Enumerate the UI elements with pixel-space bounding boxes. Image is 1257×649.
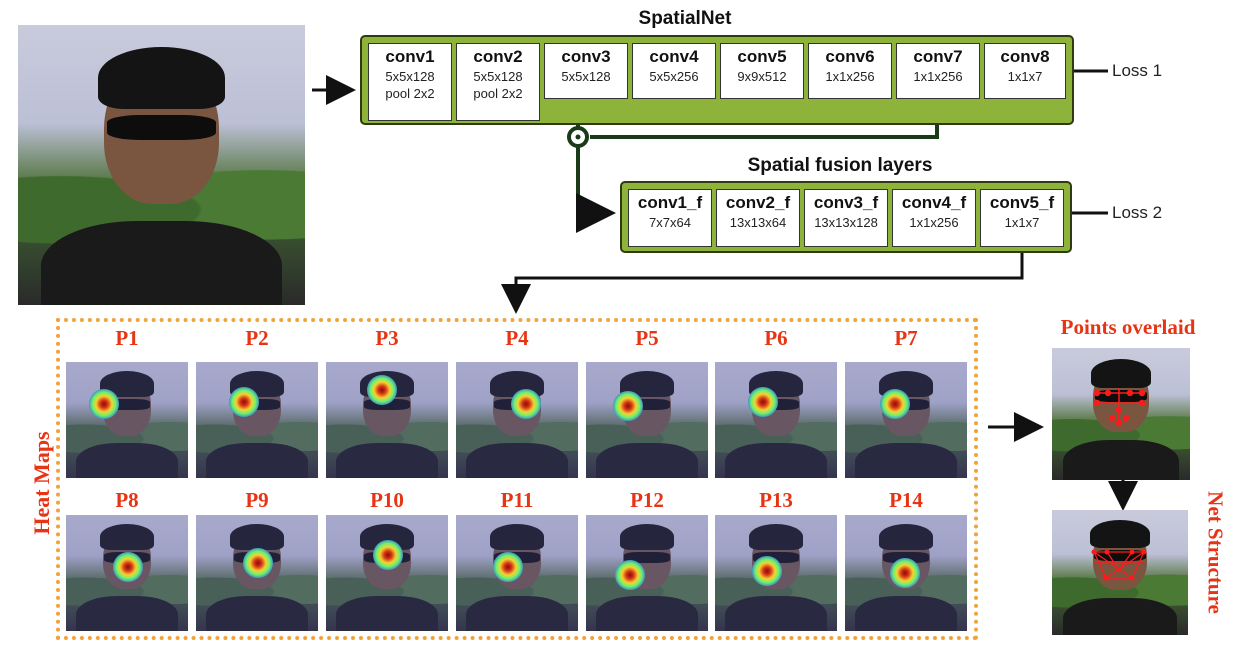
heatmap-label: P1 [115, 326, 139, 350]
heatmap-label: P12 [630, 488, 664, 512]
heatmap-label: P10 [370, 488, 404, 512]
heat-spot [880, 389, 910, 419]
heatmap-image [456, 362, 578, 478]
heatmap-label: P4 [505, 326, 529, 350]
heat-spot [613, 391, 643, 421]
heatmap-image [586, 515, 708, 631]
heat-spot [511, 389, 541, 419]
points-overlaid-image [1052, 348, 1190, 480]
heatmap-image [586, 362, 708, 478]
heat-spot [493, 552, 523, 582]
heat-spot [229, 387, 259, 417]
heat-spot [615, 560, 645, 590]
heatmap-label: P6 [764, 326, 788, 350]
heatmap-image [715, 515, 837, 631]
fusion-title: Spatial fusion layers [747, 155, 933, 176]
heatmap-label: P5 [635, 326, 659, 350]
heat-spot [748, 387, 778, 417]
heat-spot [243, 548, 273, 578]
heatmap-image [456, 515, 578, 631]
heatmap-label: P2 [245, 326, 269, 350]
loss-1-label: Loss 1 [1112, 61, 1163, 80]
heatmap-image [66, 362, 188, 478]
heat-spot [113, 552, 143, 582]
heatmap-label: P14 [889, 488, 923, 512]
heatmap-label: P3 [375, 326, 399, 350]
heatmap-image [845, 362, 967, 478]
net-structure-image [1052, 510, 1188, 635]
heatmap-image [66, 515, 188, 631]
heat-spot [373, 540, 403, 570]
input-face-photo [18, 25, 305, 305]
heatmap-image [326, 515, 448, 631]
heat-spot [752, 556, 782, 586]
heat-spot [89, 389, 119, 419]
heat-spot [890, 558, 920, 588]
heatmaps-side-label: Heat Maps [29, 431, 54, 535]
points-overlaid-label: Points overlaid [1060, 315, 1196, 339]
heatmap-image [196, 515, 318, 631]
net-structure-label: Net Structure [1203, 491, 1228, 614]
heatmap-image [196, 362, 318, 478]
loss-2-label: Loss 2 [1112, 203, 1163, 222]
heatmaps-frame [56, 318, 978, 640]
heatmap-label: P9 [245, 488, 269, 512]
heat-spot [367, 375, 397, 405]
heatmap-label: P8 [115, 488, 139, 512]
heatmap-label: P11 [500, 488, 534, 512]
heatmap-label: P13 [759, 488, 793, 512]
heatmap-image [845, 515, 967, 631]
heatmap-label: P7 [894, 326, 918, 350]
spatialnet-title: SpatialNet [638, 8, 732, 29]
heatmap-image [326, 362, 448, 478]
heatmap-image [715, 362, 837, 478]
